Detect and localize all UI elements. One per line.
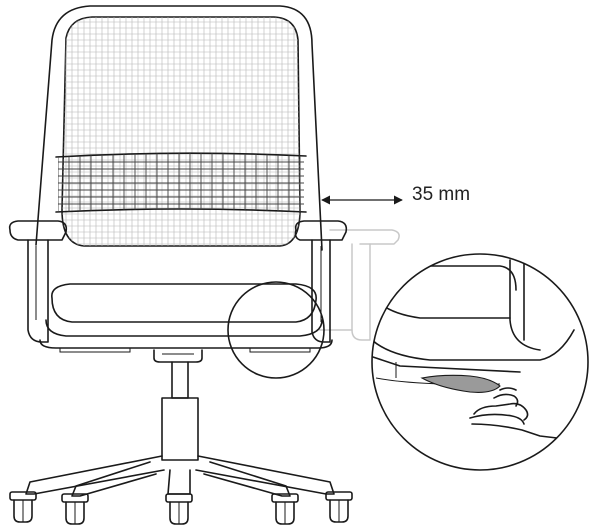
hand: [469, 387, 575, 441]
seat-mechanism: [153, 349, 203, 363]
backrest-outer-frame: [35, 5, 323, 251]
caster: [271, 493, 299, 525]
mesh-grid: [62, 17, 300, 246]
adjustment-label: 35 mm: [412, 184, 471, 205]
chair-base: [25, 455, 335, 497]
caster: [325, 491, 353, 523]
caster: [61, 493, 89, 525]
magnifier-source-circle: [227, 281, 325, 379]
lumbar-support: [55, 152, 307, 213]
zoom-detail: [371, 253, 589, 471]
backrest: [35, 5, 323, 251]
caster: [9, 491, 37, 523]
seat-height-lever: [420, 374, 501, 393]
casters: [9, 491, 353, 525]
caster: [165, 493, 193, 525]
seat: [39, 283, 333, 353]
ghost-armrest: [319, 229, 400, 341]
right-armrest: [294, 220, 348, 343]
left-armrest: [8, 220, 68, 343]
gas-lift-column: [161, 361, 199, 461]
